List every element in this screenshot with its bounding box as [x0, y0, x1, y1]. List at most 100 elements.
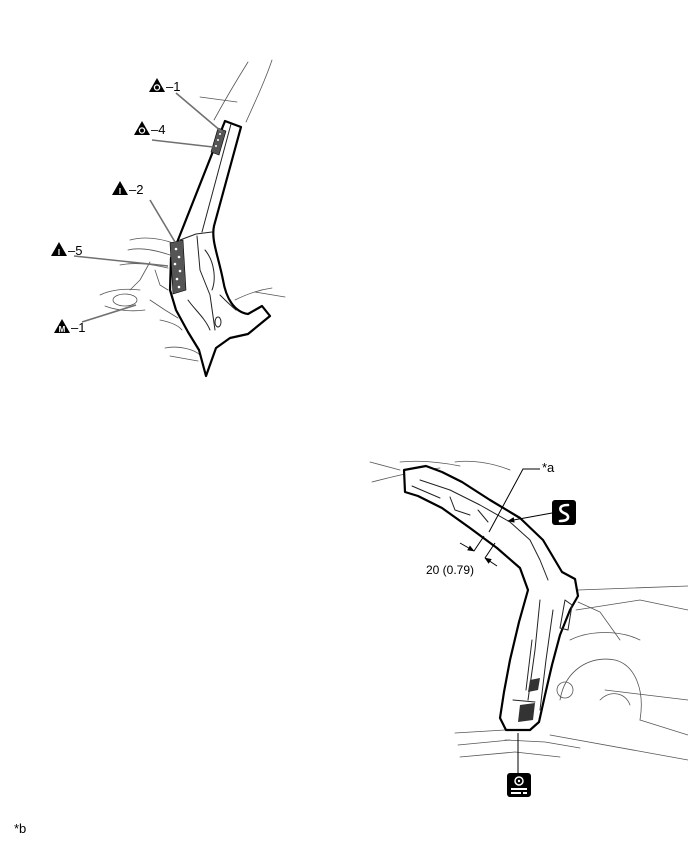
extension-line [484, 542, 496, 559]
roof-line [369, 461, 401, 471]
upper-weld-points [215, 133, 221, 147]
dimension: 20 (0.79) [426, 535, 498, 577]
wheel-arch [559, 658, 642, 721]
triangle-letter-icon: I [51, 242, 67, 257]
leader-line [175, 92, 223, 133]
callout-label: –4 [151, 122, 165, 137]
callout-2: –4 [134, 121, 165, 137]
callout-label: –1 [166, 79, 180, 94]
pillar-inner-line [201, 123, 232, 233]
pillar-inner-line [449, 496, 471, 516]
roof-line [213, 61, 249, 121]
pillar-hole [214, 316, 222, 328]
lower-weld-points [173, 247, 182, 289]
dimension-arrow [459, 542, 475, 552]
weld-point [217, 139, 219, 141]
roof-line [199, 96, 238, 103]
pillar-inner-line [187, 299, 211, 331]
dimension-arrow [484, 557, 498, 567]
roof-line [399, 460, 461, 467]
rocker-line [459, 751, 516, 758]
triangle-letter-icon: M [54, 319, 70, 334]
body-line [254, 291, 286, 298]
callout-label: –2 [129, 182, 143, 197]
callout-1: –1 [149, 78, 180, 94]
weld-point [173, 262, 177, 266]
lower-weld-block [169, 239, 187, 295]
dimension-label: 20 (0.79) [426, 563, 474, 577]
sealer-icon [552, 500, 576, 525]
body-line [549, 734, 688, 761]
floor-line [169, 355, 199, 362]
sealer-callout [507, 500, 576, 525]
leader-line [151, 139, 214, 148]
roof-line [245, 59, 273, 123]
body-line [234, 287, 273, 301]
weld-point [177, 285, 181, 289]
bottom-pillar [402, 464, 580, 732]
pillar-panel [559, 599, 573, 631]
engine-bay-line [129, 237, 177, 245]
top-illustration: –1 –4 I –2 I –5 [51, 59, 286, 378]
pillar-dark-panel [518, 703, 535, 722]
bottom-illustration: 20 (0.79) *a [369, 460, 688, 797]
top-pillar [168, 119, 272, 378]
engine-bay-line [129, 261, 151, 291]
pillar-outline [402, 464, 580, 732]
body-circle [556, 681, 574, 699]
body-line [577, 601, 621, 641]
pillar-inner-line [179, 231, 213, 241]
body-line [604, 689, 688, 701]
top-leader-lines [73, 92, 223, 323]
triangle-circle-icon [134, 121, 150, 135]
callout-label: –1 [71, 320, 85, 335]
triangle-letter-icon: I [112, 181, 128, 196]
callout-4: I –5 [51, 242, 82, 258]
engine-bay-oval [112, 293, 138, 307]
roof-line [454, 460, 511, 471]
floor-line [164, 346, 201, 356]
callout-3: I –2 [112, 181, 143, 197]
pillar-inner-line [219, 294, 237, 311]
rocker-line [454, 729, 506, 734]
engine-bay-line [104, 305, 146, 312]
pillar-inner-line [539, 609, 554, 711]
bottom-callout [507, 733, 531, 797]
label-a-text: *a [542, 460, 555, 475]
pillar-inner-line [411, 485, 441, 499]
icon-symbol: I [119, 187, 121, 196]
pillar-inner-line [477, 509, 489, 523]
leader-line [149, 199, 176, 243]
pillar-inner-line [525, 639, 533, 691]
weld-point [178, 269, 182, 273]
engine-bay-line [149, 299, 179, 319]
icon-symbol: I [58, 248, 60, 257]
label-a: *a [488, 460, 555, 533]
body-line [639, 719, 688, 736]
pillar-inner-line [204, 249, 215, 291]
body-line [577, 585, 688, 591]
callout-label: –5 [68, 243, 82, 258]
weld-point [219, 133, 221, 135]
bottom-surroundings [369, 460, 688, 761]
leader-line [488, 468, 540, 533]
extension-line [473, 535, 485, 552]
engine-bay-line [159, 319, 183, 331]
body-line [575, 599, 688, 611]
icon-symbol: M [59, 325, 66, 334]
pillar-inner-line [196, 235, 216, 331]
label-b-text: *b [14, 821, 26, 836]
weld-point [177, 255, 181, 259]
body-line [569, 632, 641, 641]
leader-line [73, 255, 169, 267]
pillar-outline [168, 119, 272, 378]
triangle-circle-icon [149, 78, 165, 92]
engine-bay-line [99, 288, 141, 296]
rocker-line [457, 739, 511, 746]
leader-line [81, 304, 137, 323]
upper-weld-strip [210, 127, 227, 156]
weld-point [175, 277, 179, 281]
pillar-inner-line [512, 699, 536, 703]
weld-point [174, 247, 178, 251]
engine-bay-line [127, 248, 171, 256]
